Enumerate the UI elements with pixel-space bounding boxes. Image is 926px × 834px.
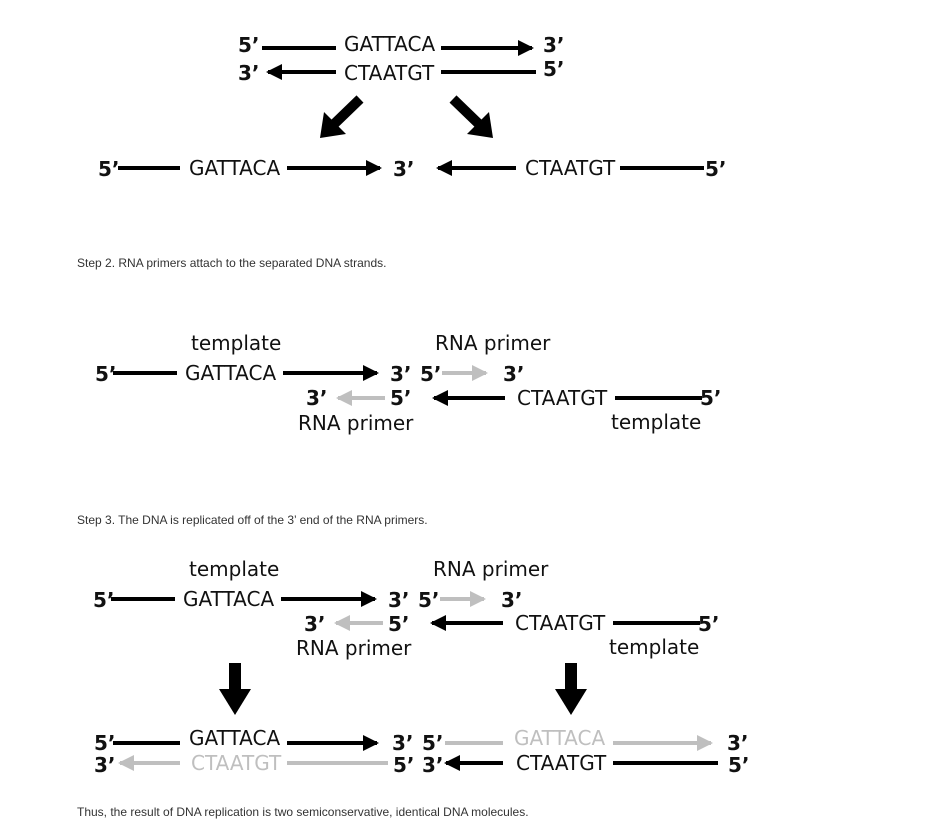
template-label: template: [609, 635, 700, 659]
prime-label: 3’: [390, 362, 412, 386]
sequence-ctaatgt: CTAATGT: [525, 156, 616, 180]
prime-label: 3’: [393, 157, 415, 181]
prime-label: 5’: [390, 386, 412, 410]
rna-primer-label: RNA primer: [298, 411, 414, 435]
prime-label: 5’: [700, 386, 722, 410]
prime-label: 5’: [93, 588, 115, 612]
prime-label: 3’: [727, 731, 749, 755]
prime-label: 5’: [94, 731, 116, 755]
template-label: template: [191, 331, 282, 355]
sequence-gattaca: GATTACA: [189, 726, 281, 750]
template-label: template: [189, 557, 280, 581]
step3-strands-before: [111, 591, 700, 631]
rna-primer-label: RNA primer: [296, 636, 412, 660]
rna-primer-label: RNA primer: [435, 331, 551, 355]
sequence-ctaatgt: CTAATGT: [516, 751, 607, 775]
prime-label: 3’: [422, 753, 444, 777]
prime-label: 5’: [705, 157, 727, 181]
prime-label: 3’: [238, 61, 260, 85]
prime-label: 5’: [420, 362, 442, 386]
step2-caption: Step 2. RNA primers attach to the separa…: [77, 256, 387, 270]
prime-label: 3’: [543, 33, 565, 57]
prime-label: 5’: [543, 57, 565, 81]
conclusion-caption: Thus, the result of DNA replication is t…: [77, 805, 529, 819]
prime-label: 5’: [728, 753, 750, 777]
separation-arrows: [320, 95, 493, 138]
prime-label: 3’: [388, 588, 410, 612]
template-label: template: [611, 410, 702, 434]
prime-label: 3’: [94, 753, 116, 777]
step3-caption: Step 3. The DNA is replicated off of the…: [77, 513, 428, 527]
sequence-ctaatgt: CTAATGT: [344, 61, 435, 85]
prime-label: 5’: [698, 612, 720, 636]
sequence-ctaatgt: CTAATGT: [517, 386, 608, 410]
prime-label: 5’: [418, 588, 440, 612]
prime-label: 3’: [501, 588, 523, 612]
step1-double-strand: [262, 40, 536, 80]
sequence-gattaca-new: GATTACA: [514, 726, 606, 750]
sequence-gattaca: GATTACA: [189, 156, 281, 180]
prime-label: 5’: [393, 753, 415, 777]
prime-label: 5’: [98, 157, 120, 181]
sequence-gattaca: GATTACA: [183, 587, 275, 611]
rna-primer-label: RNA primer: [433, 557, 549, 581]
step2-strands: [113, 365, 702, 406]
prime-label: 5’: [238, 33, 260, 57]
step3-result-strands: [113, 735, 718, 771]
prime-label: 3’: [306, 386, 328, 410]
prime-label: 5’: [95, 362, 117, 386]
replication-arrows: [219, 663, 587, 715]
prime-label: 5’: [388, 612, 410, 636]
prime-label: 5’: [422, 731, 444, 755]
sequence-ctaatgt: CTAATGT: [515, 611, 606, 635]
sequence-gattaca: GATTACA: [185, 361, 277, 385]
prime-label: 3’: [503, 362, 525, 386]
prime-label: 3’: [392, 731, 414, 755]
sequence-gattaca: GATTACA: [344, 32, 436, 56]
prime-label: 3’: [304, 612, 326, 636]
sequence-ctaatgt-new: CTAATGT: [191, 751, 282, 775]
